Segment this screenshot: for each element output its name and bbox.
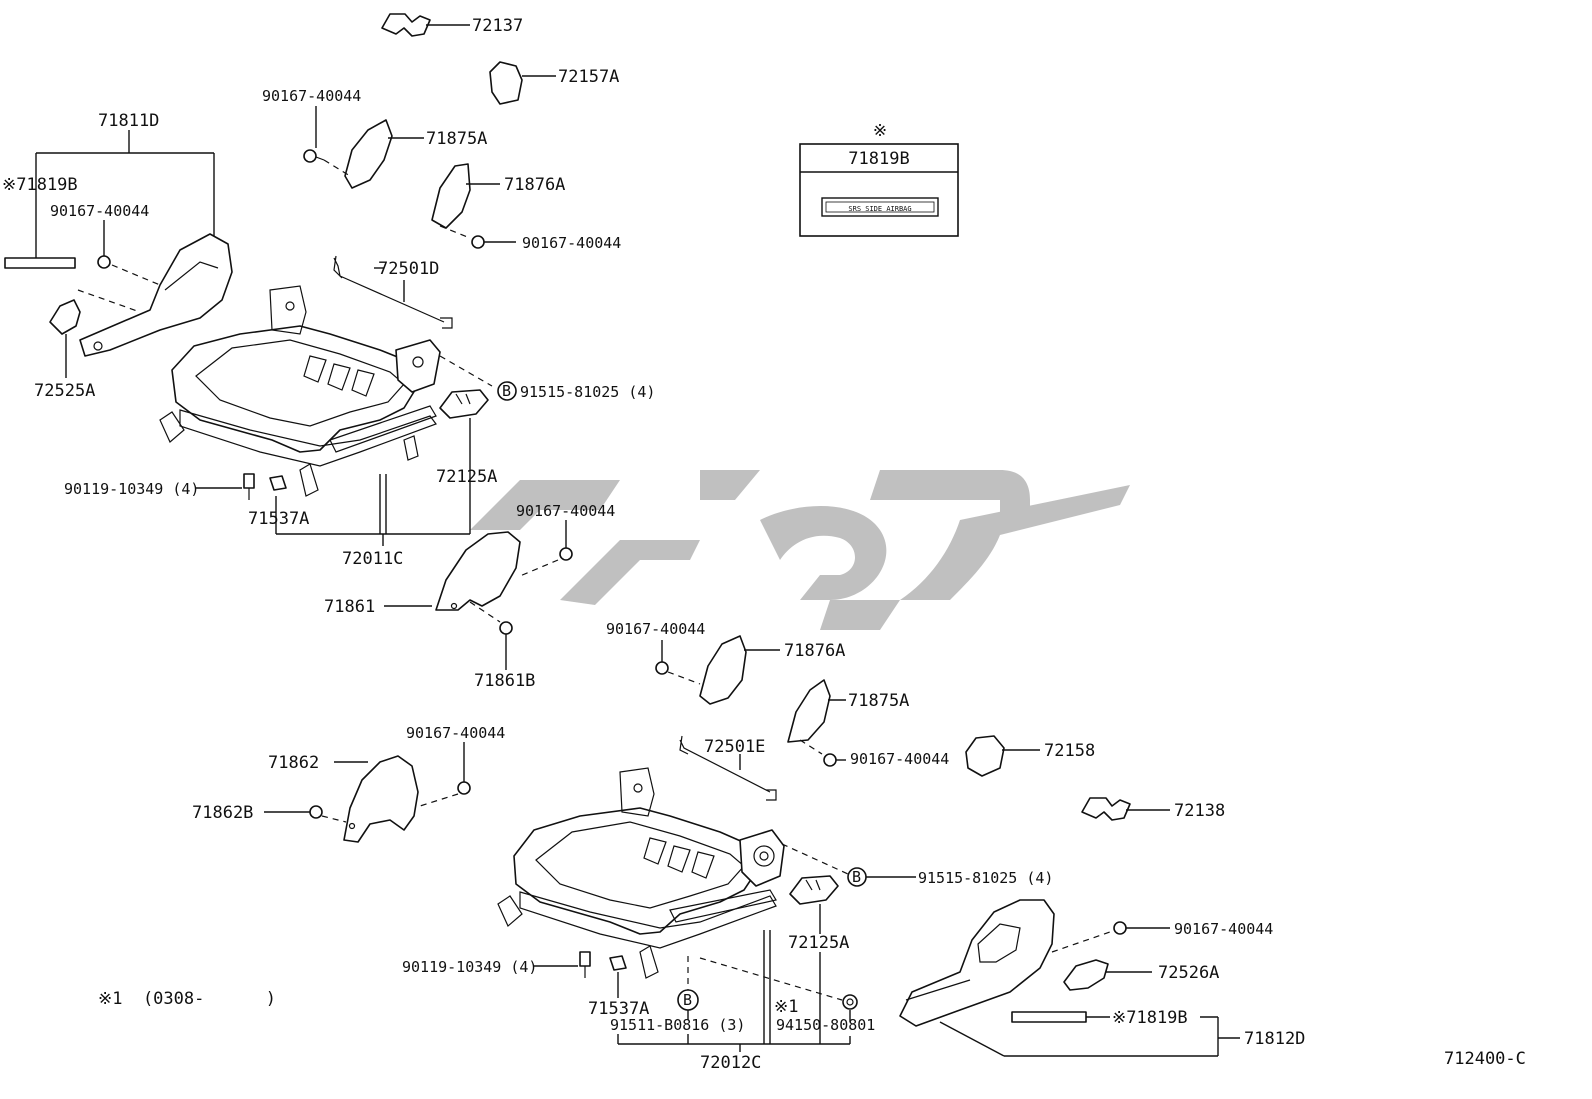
- callout-90167-d: 90167-40044: [516, 502, 615, 520]
- bracket-72011C-callout: [379, 474, 387, 546]
- callout-71811D: 71811D: [98, 111, 159, 131]
- knob-72158-part: [965, 735, 1040, 777]
- callout-72138: 72138: [1174, 801, 1225, 821]
- callout-72125A-top: 72125A: [436, 467, 497, 487]
- bolt-90167-left-part: [97, 220, 161, 286]
- ref-b-lower-center: B: [677, 956, 699, 1020]
- clip-72137-part: [381, 13, 470, 37]
- bolt-90119-bot-part: [534, 951, 627, 998]
- rod-72501E-part: [679, 735, 777, 801]
- bracket-72125A-bot-part: [789, 875, 839, 1036]
- rod-72501D-part: [333, 255, 453, 329]
- callout-71862: 71862: [268, 753, 319, 773]
- callout-71862B: 71862B: [192, 803, 253, 823]
- label-box-71819B: ※ 71819B SRS SIDE AIRBAG: [799, 121, 959, 237]
- clip-72138-part: [1081, 797, 1170, 821]
- callout-72158: 72158: [1044, 741, 1095, 761]
- bolt-90119-top-part: [196, 473, 287, 534]
- callout-71861B: 71861B: [474, 671, 535, 691]
- cover-71876A-bot-part: [655, 635, 780, 705]
- bolt-90167-mid-part: [519, 520, 573, 577]
- knob-72525A-part: [49, 299, 81, 378]
- ref-b-lower-center-letter: B: [683, 991, 692, 1009]
- callout-72501D: 72501D: [378, 259, 439, 279]
- ref-b-upper-letter: B: [502, 382, 511, 400]
- watermark-logo: [470, 470, 1130, 630]
- bracket-71811D-callout: [35, 130, 215, 258]
- callout-71876A-bot: 71876A: [784, 641, 845, 661]
- callout-91511: 91511-B0816 (3): [610, 1016, 745, 1034]
- shield-71811D-part: [77, 233, 233, 357]
- callout-91515-bot: 91515-81025 (4): [918, 869, 1053, 887]
- knob-72526A-part: [1063, 959, 1152, 991]
- callout-71819B-right: ※71819B: [1112, 1008, 1188, 1028]
- callout-72501E: 72501E: [704, 737, 765, 757]
- callout-90167-c: 90167-40044: [50, 202, 149, 220]
- shield-71812D-part: [899, 899, 1170, 1027]
- callout-72012C: 72012C: [700, 1053, 761, 1073]
- callout-72011C: 72011C: [342, 549, 403, 569]
- label-box-marker: ※: [873, 121, 887, 141]
- footnote-applicability: ※1 (0308- ): [98, 989, 276, 1009]
- label-box-part-number: 71819B: [848, 149, 909, 169]
- ref-b-lower-right-letter: B: [852, 868, 861, 886]
- callout-90167-e: 90167-40044: [606, 620, 705, 638]
- bracket-72125A-top-part: [276, 389, 489, 535]
- cover-71862-part: [264, 755, 419, 843]
- callout-71819B-left: ※71819B: [2, 175, 78, 195]
- callout-71876A-top: 71876A: [504, 175, 565, 195]
- label-box-sticker-text: SRS SIDE AIRBAG: [848, 205, 911, 213]
- label-strip-right: [1011, 1011, 1110, 1023]
- callout-71875A-bot: 71875A: [848, 691, 909, 711]
- ref-b-lower-right: B: [781, 843, 916, 887]
- callout-71812D: 71812D: [1244, 1029, 1305, 1049]
- callout-72526A: 72526A: [1158, 963, 1219, 983]
- callout-91515-top: 91515-81025 (4): [520, 383, 655, 401]
- callout-labels: 72137 72157A 90167-40044 71875A 71876A 9…: [2, 16, 1305, 1073]
- callout-90119-bot: 90119-10349 (4): [402, 958, 537, 976]
- callout-71537A-top: 71537A: [248, 509, 309, 529]
- cover-71861-part: [384, 531, 521, 670]
- bolt-90167-71862-part: [419, 742, 471, 807]
- callout-90167-h: 90167-40044: [1174, 920, 1273, 938]
- cover-71875A-bot-part: [787, 679, 846, 767]
- callout-90119-top: 90119-10349 (4): [64, 480, 199, 498]
- seat-frame-lower-part: [497, 767, 785, 979]
- callout-72525A: 72525A: [34, 381, 95, 401]
- callout-90167-g: 90167-40044: [406, 724, 505, 742]
- cover-71876A-top-part: [431, 163, 516, 249]
- callout-71537A-bot: 71537A: [588, 999, 649, 1019]
- callout-71861: 71861: [324, 597, 375, 617]
- bracket-72012C-callout: [617, 930, 851, 1052]
- callout-90167-a: 90167-40044: [262, 87, 361, 105]
- callout-star1: ※1: [774, 997, 798, 1017]
- callout-72125A-bot: 72125A: [788, 933, 849, 953]
- callout-90167-b: 90167-40044: [522, 234, 621, 252]
- clip-72157A-part: [489, 61, 556, 105]
- callout-90167-f: 90167-40044: [850, 750, 949, 768]
- cover-71875A-top-part: [303, 106, 424, 189]
- label-strip-left: [4, 257, 76, 269]
- callout-94150: 94150-80801: [776, 1016, 875, 1034]
- callout-71875A-top: 71875A: [426, 129, 487, 149]
- seat-frame-upper-part: [159, 285, 441, 497]
- ref-b-upper: B: [439, 355, 517, 401]
- callout-72157A: 72157A: [558, 67, 619, 87]
- nut-94150-part: [699, 957, 858, 1022]
- diagram-id: 712400-C: [1444, 1049, 1526, 1069]
- bracket-71812D-callout: [939, 1016, 1240, 1057]
- callout-72137: 72137: [472, 16, 523, 36]
